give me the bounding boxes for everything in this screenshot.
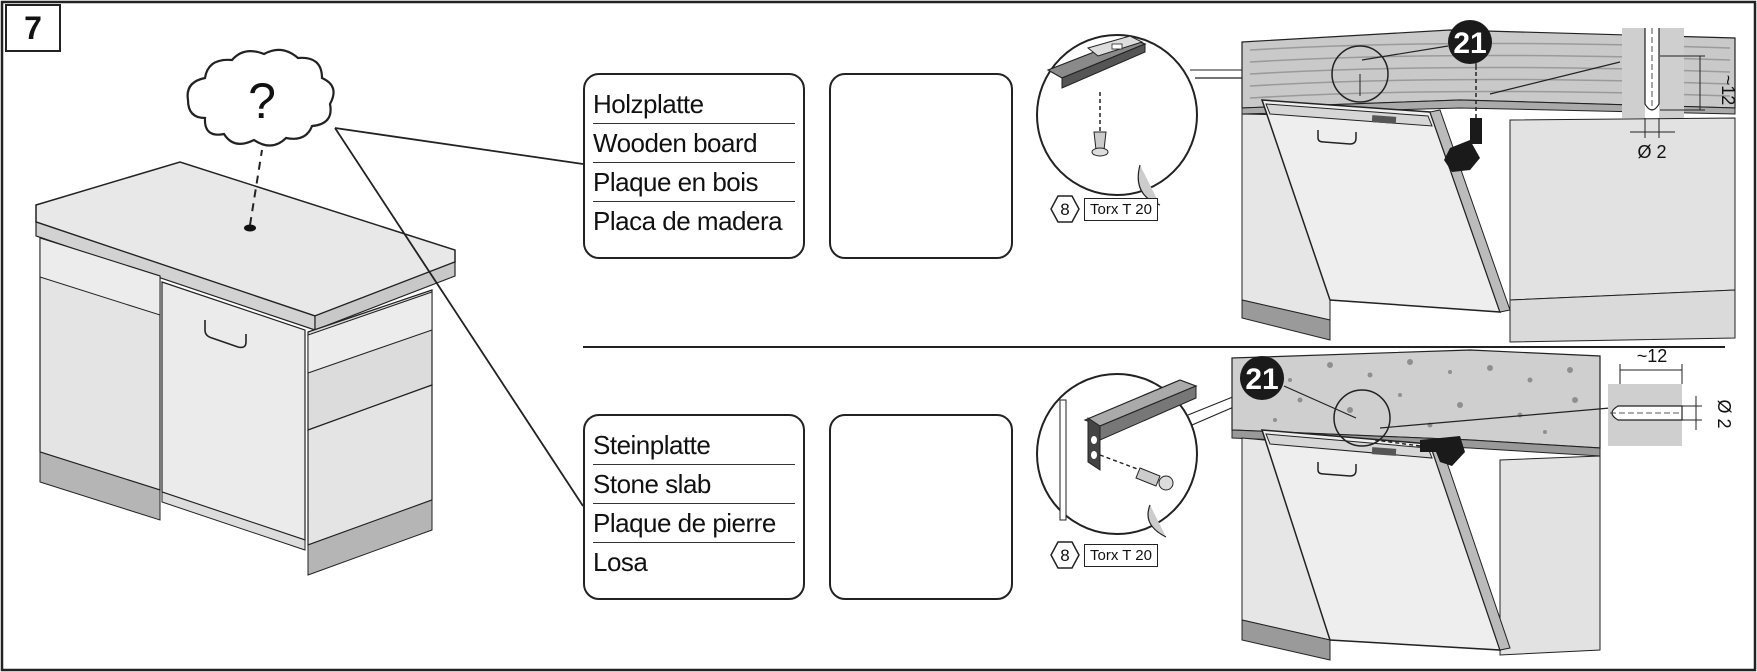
wood-material-labels: Holzplatte Wooden board Plaque en bois P… bbox=[583, 73, 805, 259]
stone-label-fr: Plaque de pierre bbox=[593, 504, 795, 543]
wood-label-es: Placa de madera bbox=[593, 206, 783, 236]
svg-text:~12: ~12 bbox=[1718, 75, 1738, 106]
bricks-icon-box bbox=[829, 414, 1013, 600]
wood-label-fr: Plaque en bois bbox=[593, 163, 795, 202]
svg-text:21: 21 bbox=[1245, 363, 1278, 396]
hex-bit-icon: 8 bbox=[1050, 541, 1080, 569]
stone-label-de: Steinplatte bbox=[593, 426, 795, 465]
hex-bit-icon: 8 bbox=[1050, 195, 1080, 223]
wood-dishwasher-view: 21 bbox=[1241, 20, 1736, 343]
torx-bit-stone: 8 Torx T 20 bbox=[1050, 540, 1158, 570]
svg-text:~12: ~12 bbox=[1637, 346, 1668, 366]
stone-hole-detail: ~12 Ø 2 bbox=[1608, 346, 1734, 446]
torx-label-wood: Torx T 20 bbox=[1084, 197, 1158, 221]
tree-icon-box bbox=[829, 73, 1013, 259]
wood-label-de: Holzplatte bbox=[593, 85, 795, 124]
svg-text:?: ? bbox=[248, 73, 276, 129]
stone-label-en: Stone slab bbox=[593, 465, 795, 504]
kitchen-cabinet bbox=[35, 149, 456, 576]
torx-bit-wood: 8 Torx T 20 bbox=[1050, 194, 1158, 224]
svg-text:8: 8 bbox=[1060, 546, 1069, 565]
stone-dishwasher-view: 21 bbox=[1231, 349, 1611, 661]
stone-zoom-detail bbox=[1036, 373, 1251, 538]
svg-text:Ø 2: Ø 2 bbox=[1637, 142, 1666, 162]
part-badge-stone bbox=[1240, 356, 1284, 400]
connector-line-stone bbox=[334, 127, 584, 507]
torx-label-stone: Torx T 20 bbox=[1084, 543, 1158, 567]
svg-text:Ø 2: Ø 2 bbox=[1714, 399, 1734, 428]
question-cloud-icon: ? bbox=[186, 48, 335, 147]
drill-icon bbox=[1444, 55, 1482, 172]
wood-hole-detail: ~12 Ø 2 bbox=[1622, 28, 1738, 162]
stone-material-labels: Steinplatte Stone slab Plaque de pierre … bbox=[583, 414, 805, 600]
drill-icon-stone bbox=[1374, 436, 1465, 466]
svg-text:8: 8 bbox=[1060, 200, 1069, 219]
stone-label-es: Losa bbox=[593, 547, 648, 577]
svg-text:21: 21 bbox=[1453, 27, 1486, 60]
part-badge-wood bbox=[1448, 20, 1492, 64]
step-number: 7 bbox=[5, 4, 61, 52]
wood-label-en: Wooden board bbox=[593, 124, 795, 163]
wood-zoom-detail bbox=[1036, 34, 1330, 206]
connector-line-wood bbox=[334, 127, 584, 165]
